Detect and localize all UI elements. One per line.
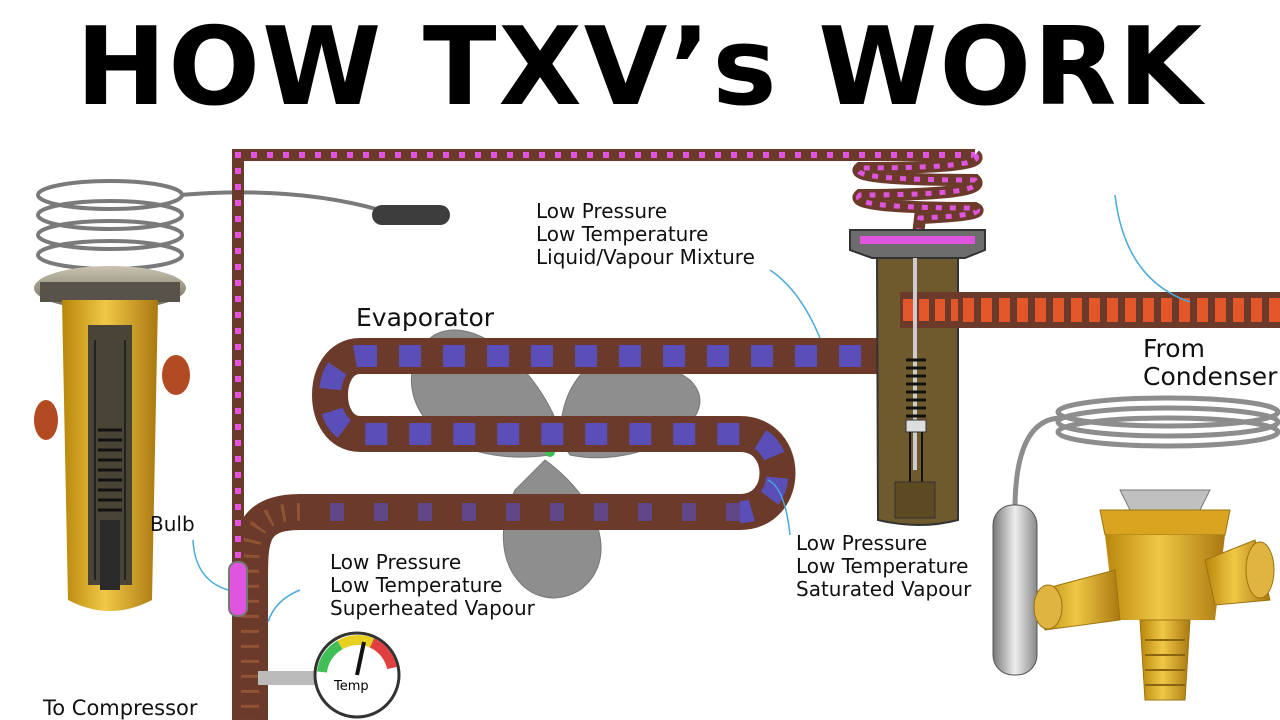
from-condenser-label: From Condenser [1143, 335, 1277, 391]
label-line: From [1143, 334, 1205, 363]
after-valve-state: Low Pressure Low Temperature Liquid/Vapo… [536, 200, 755, 269]
gauge-label: Temp [334, 679, 369, 694]
left-capillary-coil-icon [36, 179, 391, 271]
sensing-bulb-icon [228, 561, 248, 617]
state-line: Liquid/Vapour Mixture [536, 245, 755, 269]
valve-photo-icon [992, 395, 1280, 701]
bulb-label: Bulb [150, 512, 195, 536]
left-sensing-bulb-icon [372, 205, 450, 225]
leader-lines [192, 194, 1191, 623]
evaporator-exit-state: Low Pressure Low Temperature Saturated V… [796, 532, 971, 601]
state-line: Superheated Vapour [330, 596, 535, 620]
evaporator-coil [232, 338, 905, 720]
left-valve-cutaway [34, 179, 450, 611]
evaporator-label: Evaporator [356, 303, 495, 332]
label-line: Condenser [1143, 362, 1278, 391]
liquid-line [940, 292, 1280, 328]
state-line: Low Temperature [796, 554, 969, 578]
state-line: Low Temperature [330, 573, 503, 597]
valve-cutaway-icon [849, 150, 986, 526]
suction-line-state: Low Pressure Low Temperature Superheated… [330, 551, 535, 620]
sensing-line [228, 149, 975, 617]
thermometer-gauge-icon [258, 631, 401, 719]
to-compressor-label: To Compressor [43, 696, 198, 720]
state-line: Low Pressure [330, 550, 462, 574]
state-line: Saturated Vapour [796, 577, 972, 601]
page-title: HOW TXV’s WORK [75, 5, 1205, 130]
state-line: Low Pressure [796, 531, 928, 555]
state-line: Low Pressure [536, 199, 668, 223]
state-line: Low Temperature [536, 222, 709, 246]
